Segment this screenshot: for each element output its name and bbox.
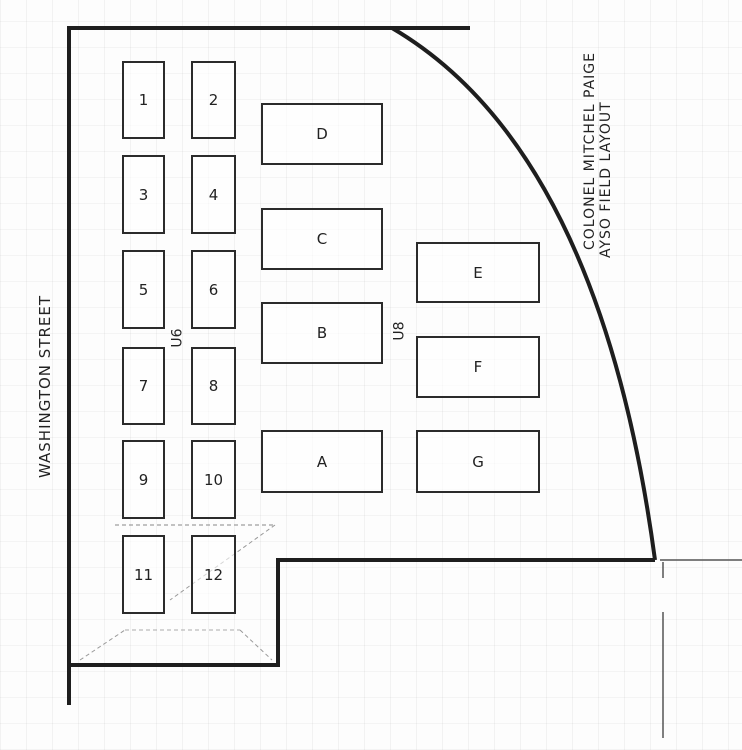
field-label: F — [473, 358, 483, 376]
field-G: G — [416, 430, 540, 493]
field-label: 5 — [138, 280, 149, 299]
title-line-1: COLONEL MITCHEL PAIGE — [582, 52, 598, 250]
age-label-u8: U8 — [391, 321, 408, 341]
field-8: 8 — [191, 347, 236, 425]
field-label: 4 — [208, 185, 219, 204]
field-C: C — [261, 208, 383, 270]
field-label: G — [472, 452, 484, 471]
field-2: 2 — [191, 61, 236, 139]
field-label: 6 — [208, 280, 219, 299]
field-label: 12 — [203, 565, 224, 584]
field-label: 3 — [138, 185, 149, 204]
field-3: 3 — [122, 155, 165, 234]
field-11: 11 — [122, 535, 165, 614]
field-label: C — [316, 230, 328, 248]
field-label: A — [316, 452, 328, 471]
field-label: 9 — [138, 470, 149, 489]
field-label: 8 — [208, 377, 219, 395]
field-D: D — [261, 103, 383, 165]
field-E: E — [416, 242, 540, 303]
boundary-curve — [390, 26, 657, 561]
field-A: A — [261, 430, 383, 493]
field-label: D — [316, 125, 328, 143]
field-label: 10 — [203, 470, 224, 489]
field-4: 4 — [191, 155, 236, 234]
age-label-u6: U6 — [169, 328, 186, 348]
field-label: E — [473, 263, 483, 282]
field-5: 5 — [122, 250, 165, 329]
field-1: 1 — [122, 61, 165, 139]
street-label: WASHINGTON STREET — [36, 295, 54, 478]
field-label: 2 — [208, 91, 219, 109]
field-label: B — [316, 324, 328, 342]
field-9: 9 — [122, 440, 165, 519]
field-label: 11 — [133, 565, 154, 584]
field-label: 1 — [138, 91, 149, 109]
field-7: 7 — [122, 347, 165, 425]
field-10: 10 — [191, 440, 236, 519]
field-label: 7 — [138, 377, 149, 395]
field-B: B — [261, 302, 383, 364]
field-F: F — [416, 336, 540, 398]
field-6: 6 — [191, 250, 236, 329]
title-line-2: AYSO FIELD LAYOUT — [598, 101, 614, 258]
field-12: 12 — [191, 535, 236, 614]
